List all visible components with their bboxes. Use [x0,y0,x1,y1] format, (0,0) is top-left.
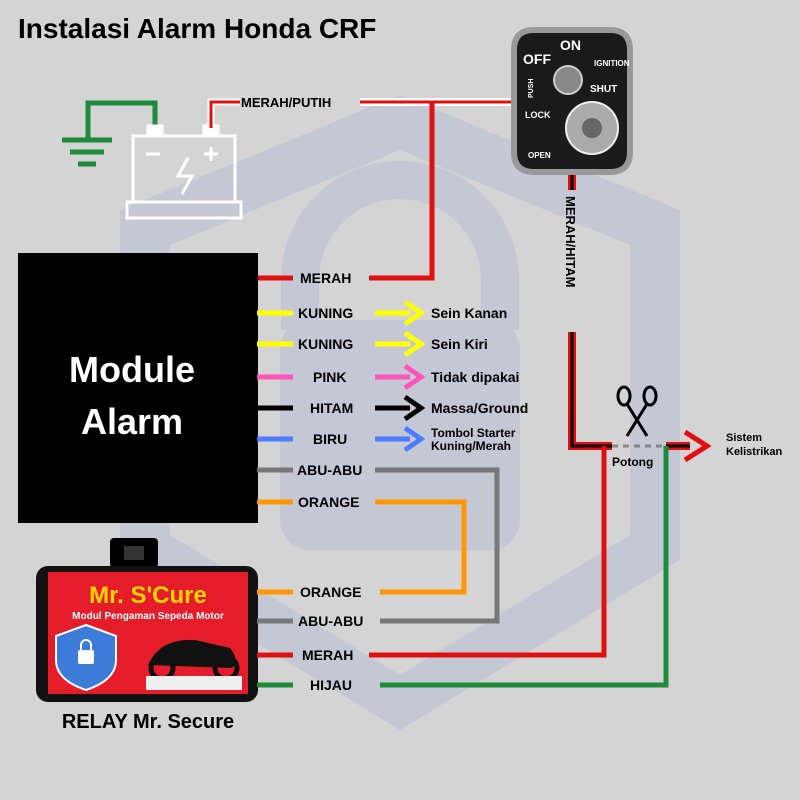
wire-to-system [666,429,712,463]
shield-watermark [120,95,680,730]
ignition-off-label: OFF [523,51,551,67]
arrow-icon [403,363,426,391]
wire-label-orange-top: ORANGE [298,494,359,510]
wire-label-gray-top: ABU-ABU [297,462,362,478]
battery-icon [125,124,243,220]
dest-sein-kiri: Sein Kiri [431,336,488,352]
relay-brand: Mr. S'Cure [89,582,207,609]
relay-caption: RELAY Mr. Secure [62,711,234,733]
ignition-lock-label: LOCK [525,110,551,120]
dest-system-line2: Kelistrikan [726,446,783,458]
ignition-ignition-label: IGNITION [594,59,630,68]
module-label-line1: Module [69,349,195,390]
arrow-icon [403,330,426,358]
wire-label-ignition: MERAH/HITAM [563,196,578,287]
wire-label-module-red: MERAH [300,270,351,286]
dest-system-line1: Sistem [726,432,762,444]
arrow-icon [403,394,426,422]
wire-orange-loop [375,499,467,595]
wire-label-yellow-1: KUNING [298,305,353,321]
wire-relay-green [380,446,669,688]
ground-icon [62,100,158,167]
ignition-push-label: PUSH [528,79,535,98]
arrow-icon [403,299,426,327]
relay-subtitle: Modul Pengaman Sepeda Motor [72,611,224,622]
dest-sein-kanan: Sein Kanan [431,305,507,321]
wire-label-orange-bottom: ORANGE [300,584,361,600]
wire-ignition-out [568,175,612,450]
wire-label-relay-red: MERAH [302,647,353,663]
wire-label-battery: MERAH/PUTIH [241,95,331,110]
wire-label-pink: PINK [313,369,346,385]
ignition-open-label: OPEN [528,151,551,160]
wire-label-black: HITAM [310,400,353,416]
arrow-icon [403,425,426,453]
scissors-icon [616,385,658,437]
ignition-on-label: ON [560,37,581,53]
wire-label-relay-green: HIJAU [310,677,352,693]
relay-device: Mr. S'Cure Modul Pengaman Sepeda Motor [36,538,258,702]
dest-tombol-starter: Tombol Starter [431,426,516,440]
ignition-switch: OFF ON IGNITION PUSH SHUT LOCK OPEN [511,27,633,175]
wire-label-blue: BIRU [313,431,347,447]
dest-massa-ground: Massa/Ground [431,400,528,416]
wire-gray-loop [375,467,500,624]
module-label-line2: Alarm [81,401,183,442]
module-alarm-box [18,253,258,523]
wire-relay-red [369,446,607,658]
wire-label-gray-bottom: ABU-ABU [298,613,363,629]
page-title: Instalasi Alarm Honda CRF [18,13,376,44]
wire-label-yellow-2: KUNING [298,336,353,352]
wire-module-red [369,102,435,281]
dest-kuning-merah: Kuning/Merah [431,439,511,453]
ignition-shut-label: SHUT [590,84,617,95]
dest-tidak-dipakai: Tidak dipakai [431,369,519,385]
cut-label: Potong [612,455,653,469]
